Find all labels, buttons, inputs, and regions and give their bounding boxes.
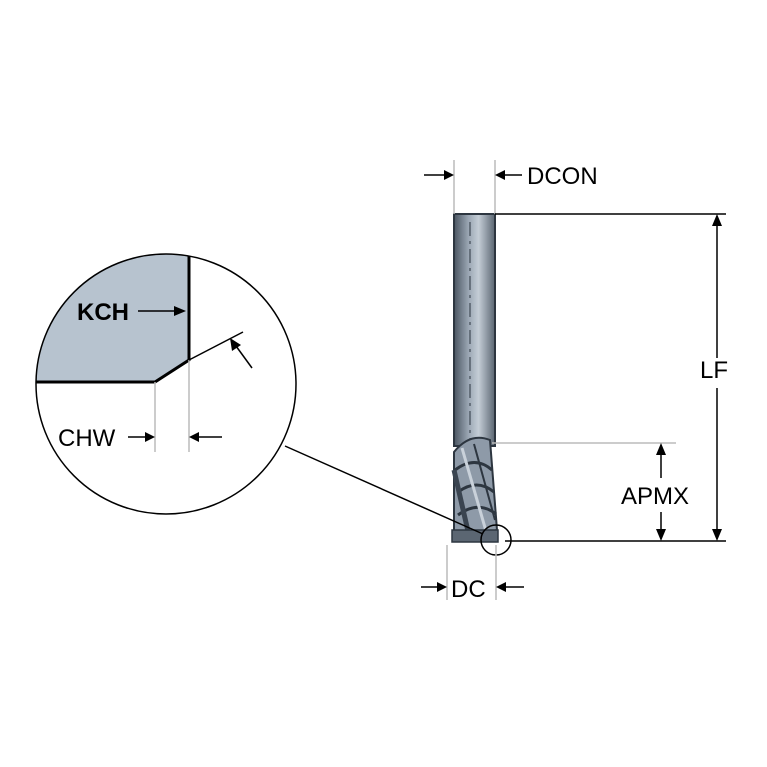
- dc-dimension: DC: [421, 545, 524, 603]
- chamfer-detail-view: KCH CHW: [35, 253, 297, 515]
- dcon-dimension: DCON: [424, 160, 598, 214]
- tool-flutes: [451, 436, 499, 543]
- lf-label: LF: [700, 357, 728, 384]
- kch-label: KCH: [77, 299, 129, 326]
- dc-label: DC: [451, 576, 486, 603]
- tool-shank: [453, 213, 496, 447]
- chw-label: CHW: [58, 425, 116, 452]
- apmx-dimension: APMX: [492, 442, 689, 541]
- detail-leader-line: [284, 445, 484, 535]
- dcon-label: DCON: [527, 163, 598, 190]
- end-mill-tool: [451, 213, 512, 556]
- lf-dimension: LF: [495, 213, 728, 542]
- apmx-label: APMX: [621, 483, 689, 510]
